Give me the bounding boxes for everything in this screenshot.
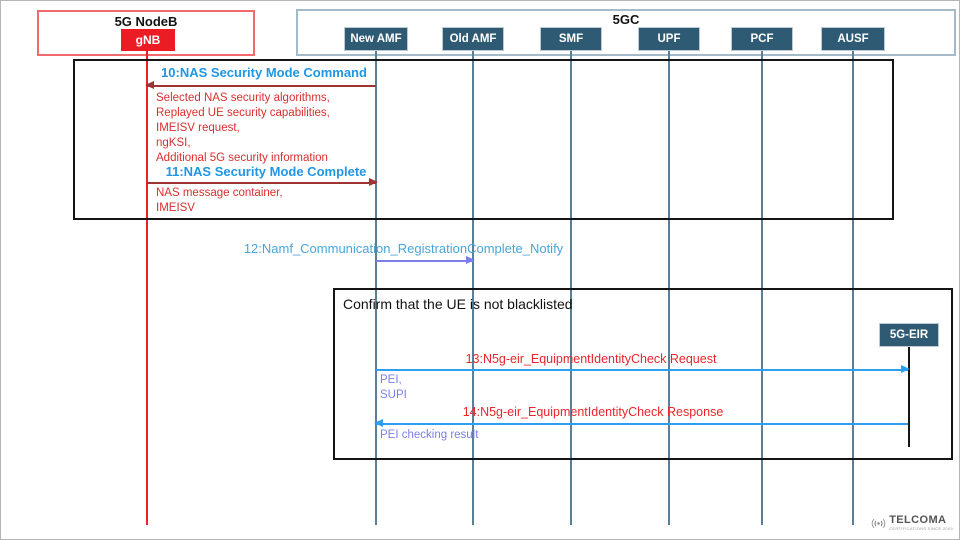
message-11-label: 11:NAS Security Mode Complete	[165, 164, 367, 179]
lifeline-gnb	[146, 51, 148, 525]
param-line: PEI checking result	[380, 429, 479, 441]
message-14-params: PEI checking result	[380, 428, 478, 443]
nf-label: SMF	[558, 33, 584, 45]
nf-label: UPF	[657, 33, 681, 45]
blacklist-note-label: Confirm that the UE is not blacklisted	[343, 296, 573, 312]
nf-label: New AMF	[350, 33, 402, 45]
gnb-node-box: gNB	[121, 29, 175, 51]
eir-node-label: 5G-EIR	[889, 329, 929, 341]
message-14-arrow	[374, 419, 908, 427]
ran-group-box: 5G NodeB gNB	[37, 10, 255, 56]
nf-box-pcf: PCF	[731, 27, 793, 51]
nf-box-ausf: AUSF	[821, 27, 885, 51]
message-12-arrow	[376, 256, 475, 264]
telcoma-logo: TELCOMA CERTIFICATIONS SINCE 2009	[870, 515, 953, 531]
param-line: IMEISV	[156, 202, 195, 214]
nf-label: PCF	[750, 33, 774, 45]
message-12-label: 12:Namf_Communication_RegistrationComple…	[243, 241, 564, 256]
message-13-label: 13:N5g-eir_EquipmentIdentityCheck Reques…	[465, 352, 717, 366]
param-line: PEI,	[380, 374, 402, 386]
brand-name: TELCOMA	[889, 514, 947, 526]
brand-tagline: CERTIFICATIONS SINCE 2009	[889, 526, 953, 531]
message-13-params: PEI, SUPI	[380, 373, 407, 403]
eir-node-box: 5G-EIR	[879, 323, 939, 347]
message-13-arrow	[376, 365, 910, 373]
security-mode-frame	[73, 59, 894, 220]
nf-label: Old AMF	[449, 33, 497, 45]
message-10-arrow	[145, 81, 376, 89]
logo-text: TELCOMA CERTIFICATIONS SINCE 2009	[889, 515, 953, 531]
param-line: IMEISV request,	[156, 122, 240, 134]
param-line: Additional 5G security information	[156, 152, 328, 164]
radio-waves-icon	[871, 518, 886, 528]
message-11-params: NAS message container, IMEISV	[156, 186, 283, 216]
param-line: ngKSI,	[156, 137, 191, 149]
message-11-arrow	[147, 178, 378, 186]
nf-box-upf: UPF	[638, 27, 700, 51]
nf-label: AUSF	[837, 33, 869, 45]
core-group-box: 5GC	[296, 9, 956, 56]
nf-box-old-amf: Old AMF	[442, 27, 504, 51]
core-group-title: 5GC	[612, 12, 640, 27]
message-14-label: 14:N5g-eir_EquipmentIdentityCheck Respon…	[462, 405, 724, 419]
ran-group-title: 5G NodeB	[114, 14, 178, 29]
lifeline-eir	[908, 347, 910, 447]
message-10-label: 10:NAS Security Mode Command	[161, 65, 367, 80]
param-line: SUPI	[380, 389, 407, 401]
nf-box-new-amf: New AMF	[344, 27, 408, 51]
nf-box-smf: SMF	[540, 27, 602, 51]
param-line: Replayed UE security capabilities,	[156, 107, 330, 119]
param-line: Selected NAS security algorithms,	[156, 92, 330, 104]
gnb-node-label: gNB	[135, 33, 161, 47]
blacklist-check-frame	[333, 288, 953, 460]
message-10-params: Selected NAS security algorithms, Replay…	[156, 91, 330, 166]
param-line: NAS message container,	[156, 187, 283, 199]
